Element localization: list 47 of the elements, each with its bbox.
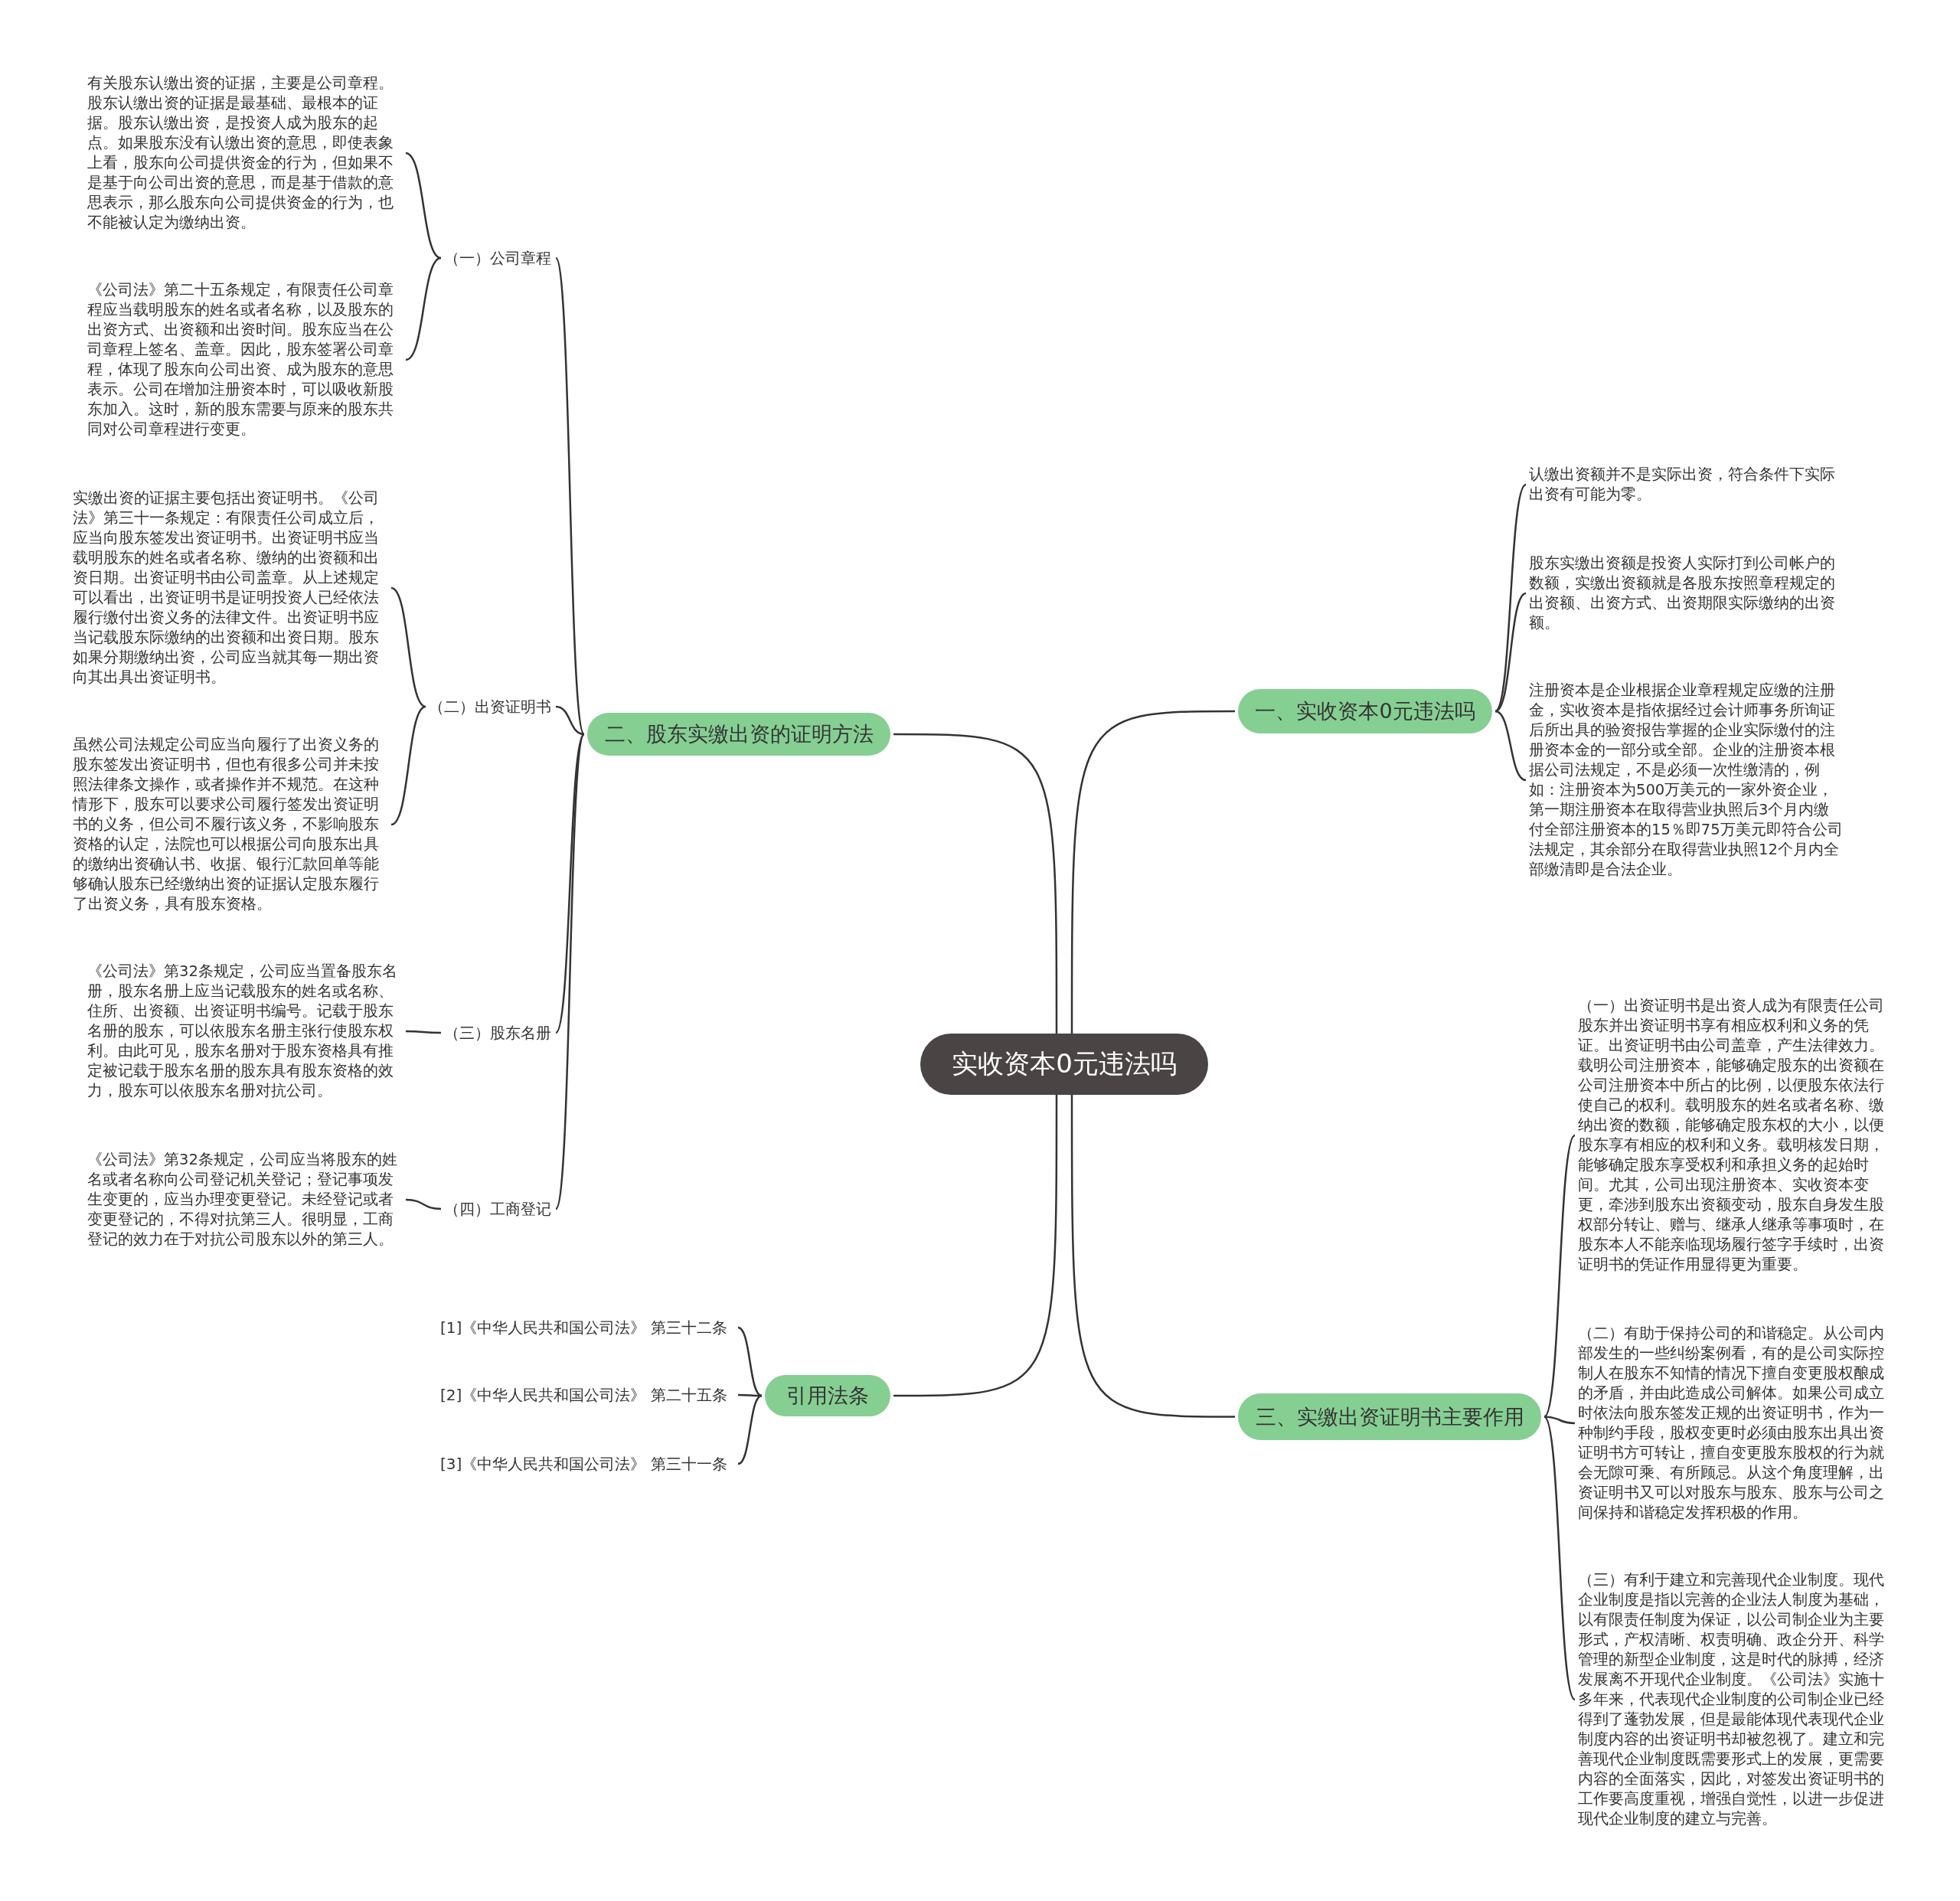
connector-line — [405, 152, 442, 260]
connector-line — [1494, 592, 1527, 713]
text-paragraph: 虽然公司法规定公司应当向履行了出资义务的股东签发出资证明书，但也有很多公司并未按照法律条文操作，或者操作并不规范。在这种情形下，股东可以要求公司履行签发出资证明书的义务，但公司不履行该义务，不影响股东资格的认定，法院也可以根据公司向股东出具的缴纳出资确认书、收据、银行汇款回单等能够确认股东已经缴纳出资的证据认定股东履行了出资义务，具有股东资格。 — [73, 735, 388, 914]
text-paragraph: 实缴出资的证据主要包括出资证明书。《公司法》第三十一条规定：有限责任公司成立后，应当向股东签发出资证明书。出资证明书应当载明股东的姓名或者名称、缴纳的出资额和出资日期。出资证明书由公司盖章。从上述规定可以看出，出资证明书是证明投资人已经依法履行缴付出资义务的法律文件。出资证明书应当记载股东际缴纳的出资额和出资日期。股东如果分期缴纳出资，公司应当就其每一期出资向其出具出资证明书。 — [73, 488, 388, 688]
subtopic-label: [3]《中华人民共和国公司法》 第三十一条 — [440, 1451, 735, 1477]
text-paragraph: （三）有利于建立和完善现代企业制度。现代企业制度是指以完善的企业法人制度为基础，以有限责任制度为保证，以公司制企业为主要形式，产权清晰、权责明确、政企分开、科学管理的新型企业制度，这是时代的脉搏，经济发展离不开现代企业制度。《公司法》实施十多年来，代表现代企业制度的公司制企业已经得到了蓬勃发展，但是最能体现代表现代企业制度内容的出资证明书却被忽视了。建立和完善现代企业制度既需要形式上的发展，更需要内容的全面落实，因此，对签发出资证明书的工作要高度重视，增强自觉性，以进一步促进现代企业制度的建立与完善。 — [1578, 1570, 1893, 1829]
text-paragraph: 股东实缴出资额是投资人实际打到公司帐户的数额，实缴出资额就是各股东按照章程规定的出资额、出资方式、出资期限实际缴纳的出资额。 — [1529, 554, 1844, 633]
connector-line — [390, 705, 426, 826]
connector-line — [554, 257, 586, 735]
subtopic-label: （四）工商登记 — [444, 1196, 553, 1222]
connector-line — [893, 1095, 1058, 1397]
connector-line — [406, 1030, 441, 1034]
connector-line — [738, 1393, 762, 1397]
topic-pill: 二、股东实缴出资的证明方法 — [587, 713, 890, 756]
connector-line — [1544, 1416, 1576, 1425]
connector-line — [1494, 484, 1527, 712]
text-paragraph: 《公司法》第二十五条规定，有限责任公司章程应当载明股东的姓名或者名称，以及股东的出资方式、出资额和出资时间。股东应当在公司章程上签名、盖章。因此，股东签署公司章程，体现了股东向公司出资、成为股东的意思表示。公司在增加注册资本时，可以吸收新股东加入。这时，新的股东需要与原来的股东共同对公司章程进行变更。 — [87, 280, 403, 439]
subtopic-label: （一）公司章程 — [444, 245, 553, 271]
connector-line — [1543, 1135, 1576, 1418]
text-paragraph: 《公司法》第32条规定，公司应当将股东的姓名或者名称向公司登记机关登记；登记事项发生变更的，应当办理变更登记。未经登记或者变更登记的，不得对抗第三人。很明显，工商登记的效力在于对抗公司股东以外的第三人。 — [87, 1150, 403, 1249]
text-paragraph: （二）有助于保持公司的和谐稳定。从公司内部发生的一些纠纷案例看，有的是公司实际控制人在股东不知情的情况下擅自变更股权酿成的矛盾，并由此造成公司解体。如果公司成立时依法向股东签发正规的出资证明书，作为一种制约手段，股权变更时必须由股东出具出资证明书方可转让，擅自变更股东股权的行为就会无隙可乘、有所顾忌。从这个角度理解，出资证明书又可以对股东与股东、股东与公司之间保持和谐稳定发挥积极的作用。 — [1578, 1324, 1893, 1523]
text-paragraph: （一）出资证明书是出资人成为有限责任公司股东并出资证明书享有相应权利和义务的凭证。出资证明书由公司盖章，产生法律效力。载明公司注册资本，能够确定股东的出资额在公司注册资本中所占的比例，以便股东依法行使自己的权利。载明股东的姓名或者名称、缴纳出资的数额，能够确定股东权的大小，以便股东享有相应的权利和义务。载明核发日期，能够确定股东享受权利和承担义务的起始时间。尤其，公司出现注册资本、实收资本变更，牵涉到股东出资额变动，股东自身发生股权部分转让、赠与、继承人继承等事项时，在股东本人不能亲临现场履行签字手续时，出资证明书的凭证作用显得更为重要。 — [1578, 996, 1893, 1275]
connector-line — [390, 586, 426, 708]
connector-line — [737, 1394, 763, 1465]
topic-pill: 一、实收资本0元违法吗 — [1238, 689, 1492, 733]
topic-pill: 三、实缴出资证明书主要作用 — [1238, 1393, 1541, 1440]
connector-line — [737, 1326, 763, 1397]
subtopic-label: [2]《中华人民共和国公司法》 第二十五条 — [440, 1382, 735, 1408]
connector-line — [1494, 710, 1527, 782]
subtopic-label: （二）出资证明书 — [429, 694, 553, 720]
connector-line — [1543, 1416, 1576, 1700]
connector-line — [1070, 1095, 1235, 1418]
connector-line — [1070, 710, 1235, 1034]
text-paragraph: 《公司法》第32条规定，公司应当置备股东名册，股东名册上应当记载股东的姓名或名称、住所、出资额、出资证明书编号。记载于股东名册的股东，可以依股东名册主张行使股东权利。由此可见，股东名册对于股东资格具有推定被记载于股东名册的股东具有股东资格的效力，股东可以依股东名册对抗公司。 — [87, 962, 403, 1101]
connector-line — [405, 1198, 442, 1210]
text-paragraph: 有关股东认缴出资的证据，主要是公司章程。股东认缴出资的证据是最基础、最根本的证据。股东认缴出资，是投资人成为股东的起点。如果股东没有认缴出资的意思，即使表象上看，股东向公司提供资金的行为，但如果不是基于向公司出资的意思，而是基于借款的意思表示，那么股东向公司提供资金的行为，也不能被认定为缴纳出资。 — [87, 73, 403, 233]
text-paragraph: 认缴出资额并不是实际出资，符合条件下实际出资有可能为零。 — [1529, 465, 1844, 505]
connector-line — [555, 705, 585, 736]
central-topic: 实收资本0元违法吗 — [920, 1034, 1208, 1095]
connector-line — [554, 733, 586, 1210]
text-paragraph: 注册资本是企业根据企业章程规定应缴的注册金，实收资本是指依据经过会计师事务所询证后所出具的验资报告掌握的企业实际缴付的注册资本金的一部分或全部。企业的注册资本根据公司法规定，不是必须一次性缴清的，例如：注册资本为500万美元的一家外资企业，第一期注册资本在取得营业执照后3个月内缴付全部注册资本的15％即75万美元即符合公司法规定，其余部分在取得营业执照12个月内全部缴清即是合法企业。 — [1529, 681, 1844, 880]
subtopic-label: [1]《中华人民共和国公司法》 第三十二条 — [440, 1315, 735, 1341]
connector-line — [893, 733, 1058, 1034]
subtopic-label: （三）股东名册 — [444, 1020, 553, 1046]
connector-line — [405, 256, 442, 361]
connector-line — [554, 733, 586, 1034]
topic-pill: 引用法条 — [765, 1375, 890, 1416]
